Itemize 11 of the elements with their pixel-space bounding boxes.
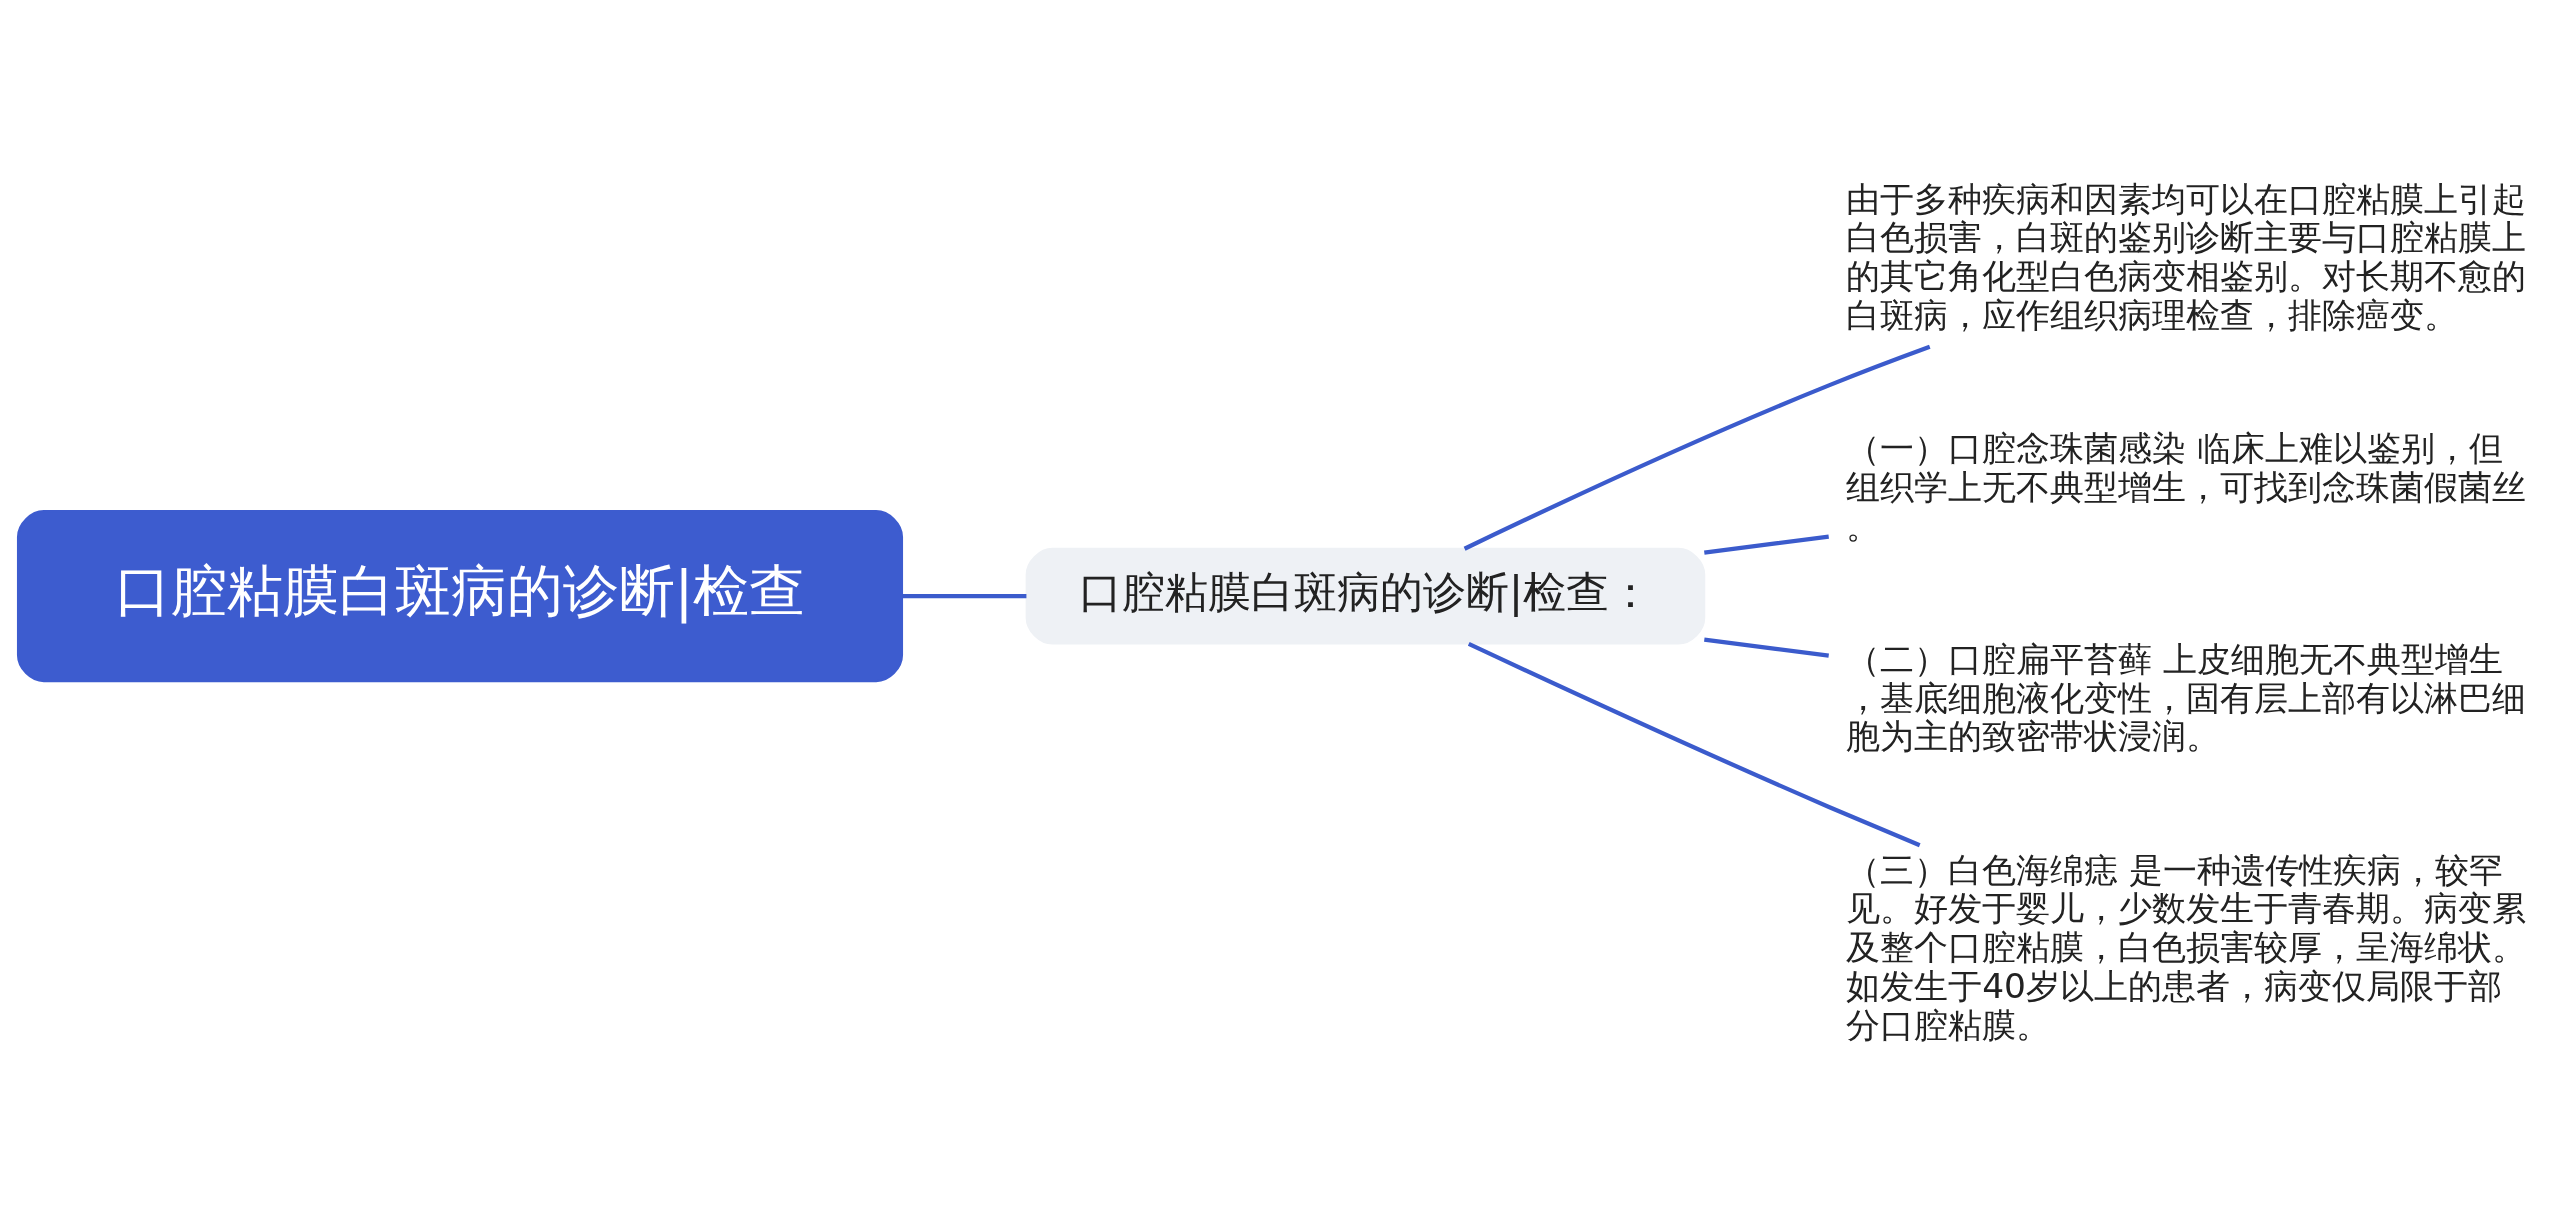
connector <box>1463 344 1931 551</box>
connector <box>901 594 1026 599</box>
connector <box>1703 637 1829 658</box>
node-text: 由于多种疾病和因素均可以在口腔粘膜上引起白色损害，白斑的鉴别诊断主要与口腔粘膜上的其它角化型白色病变相鉴别。对长期不愈的白斑病，应作组织病理检查，排除癌变。 <box>1845 178 2526 335</box>
connector <box>1703 534 1829 555</box>
node-box: 口腔粘膜白斑病的诊断|检查 <box>16 510 903 683</box>
connector <box>1467 641 1921 848</box>
node-box: 口腔粘膜白斑病的诊断|检查： <box>1025 547 1705 645</box>
node-text: （三）白色海绵痣 是一种遗传性疾病，较罕见。好发于婴儿，少数发生于青春期。病变累及整个口腔粘膜，白色损害较厚，呈海绵状。如发生于40岁以上的患者，病变仅局限于部分口腔粘膜。 <box>1845 849 2526 1045</box>
node-text: （二）口腔扁平苔藓 上皮细胞无不典型增生，基底细胞液化变性，固有层上部有以淋巴细胞为主的致密带状浸润。 <box>1845 638 2526 757</box>
node-text: （一）口腔念珠菌感染 临床上难以鉴别，但组织学上无不典型增生，可找到念珠菌假菌丝。 <box>1845 428 2526 546</box>
